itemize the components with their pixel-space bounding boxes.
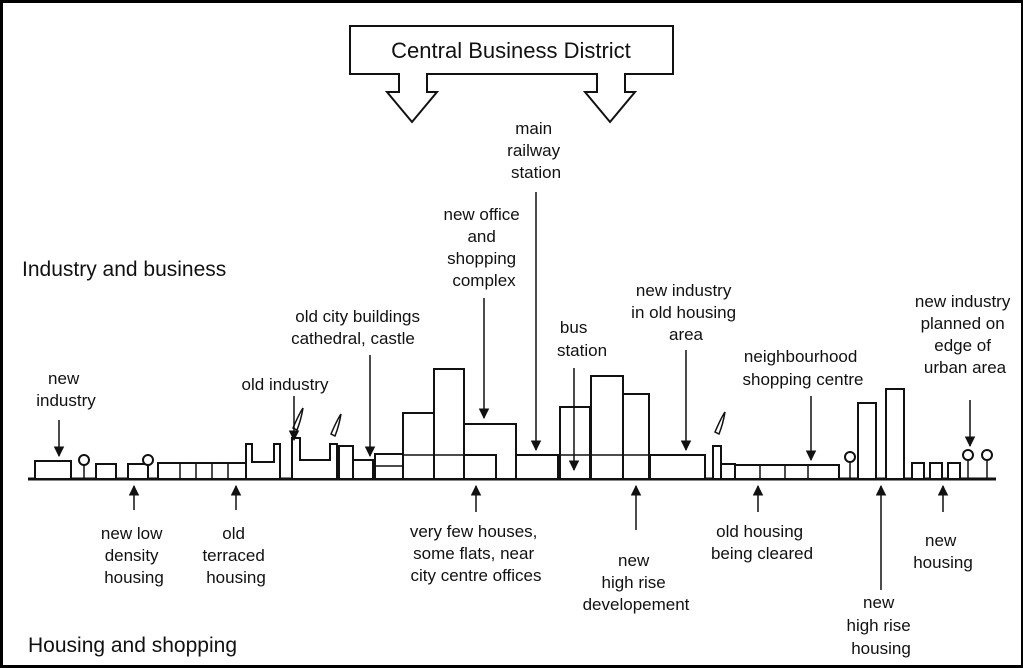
label-new-industry-old-housing: new industry in old housing area <box>631 281 741 344</box>
label-very-few-houses: very few houses, some flats, near city c… <box>410 522 542 585</box>
label-new-housing: new housing <box>913 531 973 572</box>
label-neighbourhood-shopping: neighbourhood shopping centre <box>743 347 864 389</box>
bottom-arrows <box>128 484 949 590</box>
label-new-high-rise-development: new high rise developement <box>583 551 690 614</box>
tree-icon <box>962 449 974 479</box>
label-old-city-buildings: old city buildings cathedral, castle <box>291 307 425 348</box>
label-new-low-density-housing: new low density housing <box>101 524 167 587</box>
label-new-office-complex: new office and shopping complex <box>444 205 525 290</box>
tree-icon <box>78 454 90 479</box>
section-housing-shopping: Housing and shopping <box>28 634 237 657</box>
label-new-industry-edge: new industry planned on edge of urban ar… <box>915 292 1015 377</box>
label-new-industry-left: new industry <box>36 369 96 410</box>
tree-icon <box>142 454 154 479</box>
cbd-title: Central Business District <box>391 38 631 63</box>
label-old-terraced-housing: old terraced housing <box>202 524 269 587</box>
label-new-high-rise-housing: new high rise housing <box>847 593 916 658</box>
label-old-industry: old industry <box>242 375 329 394</box>
tree-icon <box>844 451 856 479</box>
cbd-banner: Central Business District <box>349 25 674 124</box>
section-industry-business: Industry and business <box>22 258 226 281</box>
label-bus-station: bus station <box>557 318 607 360</box>
tree-icon <box>981 449 993 479</box>
label-main-railway-station: main railway station <box>507 119 565 182</box>
skyline <box>34 368 993 480</box>
top-arrows <box>53 192 976 472</box>
label-old-housing-cleared: old housing being cleared <box>711 522 813 563</box>
